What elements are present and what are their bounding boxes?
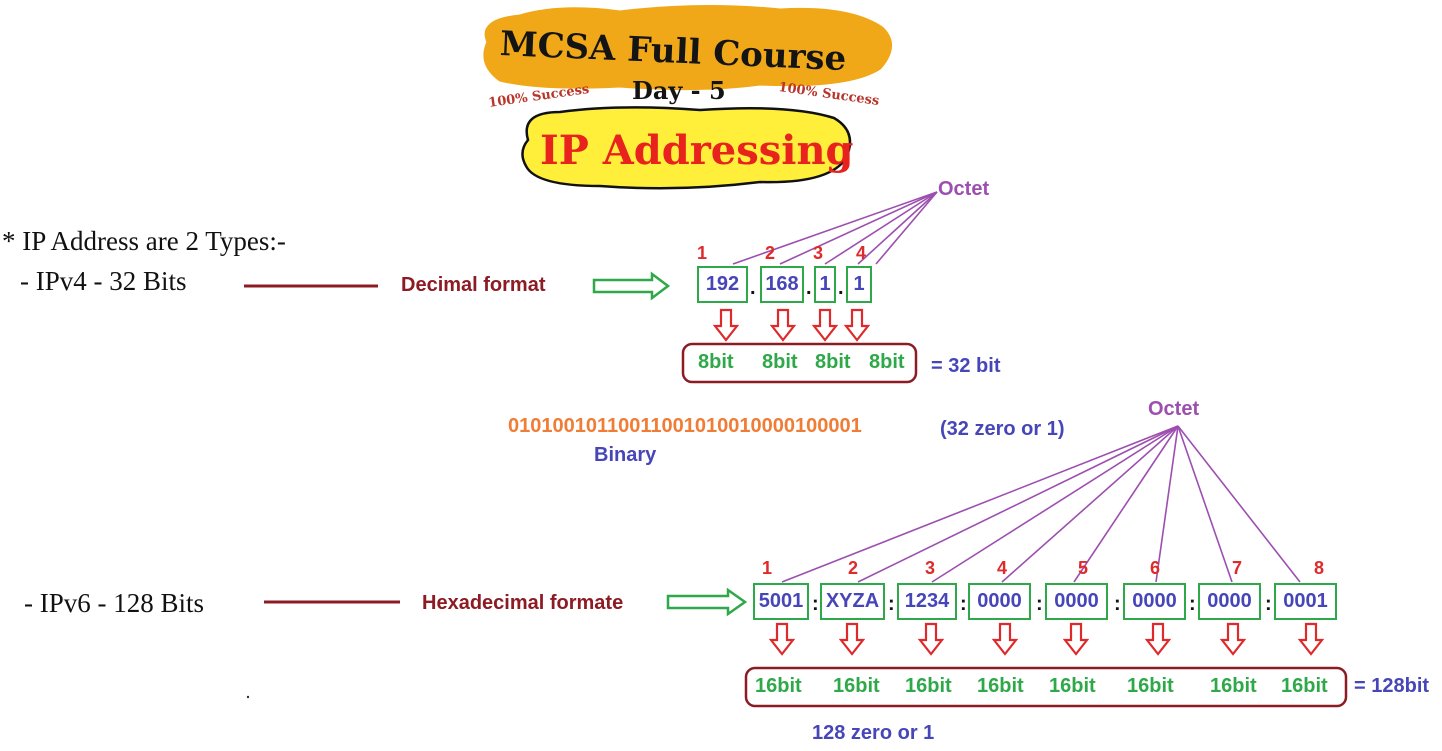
ipv4-separator: . xyxy=(806,277,812,299)
ipv4-separator: . xyxy=(750,277,756,299)
ipv4-bits-box xyxy=(681,342,918,384)
binary-note: (32 zero or 1) xyxy=(940,418,1065,440)
ipv4-octet-lines xyxy=(732,191,938,265)
ipv4-octet-number: 2 xyxy=(765,243,776,263)
ipv6-octet-number: 1 xyxy=(762,558,773,578)
ipv4-octet-box: 192 xyxy=(697,266,748,303)
ipv6-bit-label: 16bit xyxy=(1127,675,1174,697)
ipv4-octet-number: 1 xyxy=(697,243,708,263)
ipv6-down-arrows xyxy=(768,622,1325,656)
binary-value: 01010010110011001010010000100001 xyxy=(508,415,862,437)
ipv6-bit-label: 16bit xyxy=(755,675,802,697)
ipv6-separator: : xyxy=(812,593,819,615)
ipv6-format-label: Hexadecimal formate xyxy=(422,592,624,614)
ipv4-octet-number: 4 xyxy=(856,243,867,263)
ipv6-bit-label: 16bit xyxy=(1281,675,1328,697)
ipv6-group-box: 5001 xyxy=(753,583,809,620)
ipv6-separator: : xyxy=(1114,593,1121,615)
ipv4-format-arrow xyxy=(592,271,671,301)
ipv4-separator: . xyxy=(838,277,844,299)
ipv6-total: = 128bit xyxy=(1354,675,1430,697)
course-banner xyxy=(483,4,892,91)
ipv6-octet-number: 7 xyxy=(1232,558,1243,578)
day-label: Day - 5 xyxy=(632,76,726,105)
ipv4-octet-box: 168 xyxy=(760,266,804,303)
ipv6-group-box: 0000 xyxy=(1198,583,1261,620)
ipv6-separator: : xyxy=(1189,593,1196,615)
ipv6-note: 128 zero or 1 xyxy=(812,722,935,744)
ipv6-bit-label: 16bit xyxy=(1210,675,1257,697)
ipv4-title: - IPv4 - 32 Bits xyxy=(20,266,187,296)
stray-dot xyxy=(246,695,250,699)
ipv6-group-box: XYZA xyxy=(820,583,885,620)
ipv4-bit-label: 8bit xyxy=(869,351,905,373)
ipv6-group-box: 0001 xyxy=(1274,583,1337,620)
ipv6-group-box: 1234 xyxy=(897,583,957,620)
ipv4-octet-box: 1 xyxy=(814,266,836,303)
ipv6-octet-number: 2 xyxy=(848,558,859,578)
ipv6-octet-label: Octet xyxy=(1148,398,1200,420)
ipv6-separator: : xyxy=(1265,593,1272,615)
topic-banner xyxy=(521,106,852,190)
ipv6-title: - IPv6 - 128 Bits xyxy=(24,588,205,618)
ipv6-octet-number: 8 xyxy=(1314,558,1325,578)
ipv4-total: = 32 bit xyxy=(931,355,1001,377)
ipv6-bit-label: 16bit xyxy=(977,675,1024,697)
ipv6-octet-number: 6 xyxy=(1150,558,1161,578)
ipv6-octet-number: 3 xyxy=(925,558,936,578)
ipv6-bit-label: 16bit xyxy=(1049,675,1096,697)
ipv6-octet-number: 4 xyxy=(997,558,1008,578)
ipv6-bit-label: 16bit xyxy=(833,675,880,697)
topic-title: IP Addressing xyxy=(540,127,854,174)
types-heading: * IP Address are 2 Types:- xyxy=(2,226,286,256)
ipv6-bits-box xyxy=(744,666,1348,708)
ipv4-bit-label: 8bit xyxy=(698,351,734,373)
binary-label: Binary xyxy=(594,444,657,466)
ipv6-group-box: 0000 xyxy=(1123,583,1186,620)
ipv4-octet-number: 3 xyxy=(813,243,824,263)
ipv6-separator: : xyxy=(960,593,967,615)
ipv6-group-box: 0000 xyxy=(968,583,1031,620)
ipv6-separator: : xyxy=(1036,593,1043,615)
ipv6-group-box: 0000 xyxy=(1045,583,1108,620)
ipv6-octet-number: 5 xyxy=(1078,558,1089,578)
ipv6-format-arrow xyxy=(666,587,748,617)
ipv6-octet-lines xyxy=(781,425,1301,583)
ipv4-octet-box: 1 xyxy=(846,266,872,303)
ipv4-format-label: Decimal format xyxy=(401,274,546,296)
ipv6-bit-label: 16bit xyxy=(905,675,952,697)
ipv4-bit-label: 8bit xyxy=(762,351,798,373)
ipv4-octet-label: Octet xyxy=(938,178,990,200)
ipv4-down-arrows xyxy=(712,308,871,342)
ipv4-bit-label: 8bit xyxy=(815,351,851,373)
ipv6-separator: : xyxy=(888,593,895,615)
